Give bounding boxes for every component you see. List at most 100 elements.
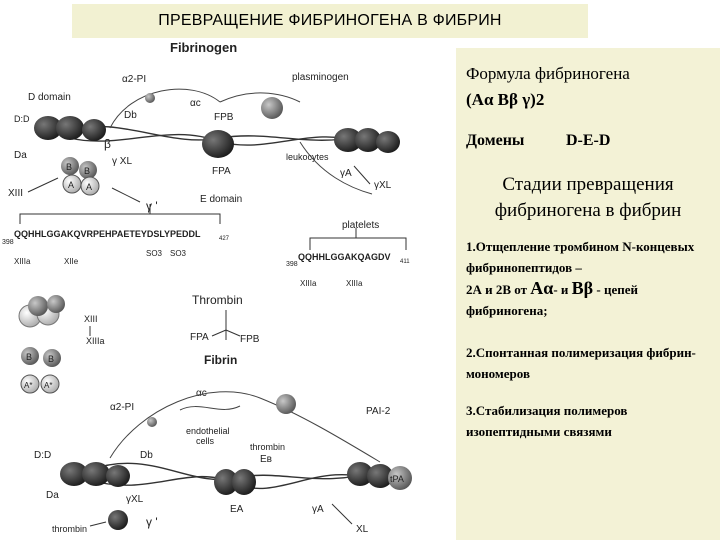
alpha2pi-label-top: α2-PI	[122, 74, 146, 85]
sequence-left-end: 427	[219, 236, 230, 242]
xl-label-bottom: XL	[356, 524, 369, 535]
stage-step-2: 2.Спонтанная полимеризация фибрин-мономе…	[466, 345, 696, 381]
dd-label-top: D:D	[14, 114, 30, 124]
a-label-1: A	[68, 180, 74, 190]
fibrin-label: Fibrin	[204, 353, 237, 367]
gamma-xl-label-top: γ XL	[112, 156, 132, 167]
platelets-label: platelets	[342, 220, 379, 231]
db-label-top: Db	[124, 110, 137, 121]
fpa-label-top: FPA	[212, 166, 231, 177]
d-domain-node-right-3	[376, 131, 400, 153]
arrow-gamma-prime-top	[111, 187, 141, 203]
e-domain-label: E domain	[200, 194, 242, 205]
xiii-label-mid: XIII	[84, 314, 98, 324]
d-domain-node-bottom-right-1	[347, 462, 373, 486]
xiiia-right-2: XIIIa	[346, 279, 363, 288]
sequence-bracket-left	[19, 204, 221, 224]
leukocytes-label: leukocytes	[286, 152, 329, 162]
binding-ball-top-a2	[80, 176, 100, 196]
stage-step-1-post: - цепей фибриногена;	[466, 282, 638, 318]
b-label-4: B	[48, 354, 54, 364]
alpha2pi-ball-bottom	[147, 417, 157, 427]
stage-step-1-aa: Aα	[530, 278, 554, 298]
so3-label-2: SO3	[170, 249, 187, 258]
d-domain-node-bottom-2	[82, 462, 110, 486]
sequence-right: QQHHLGGAKQAGDV	[298, 252, 391, 262]
b-label-1: B	[66, 162, 72, 172]
gamma-prime-label-bottom: γ '	[146, 515, 158, 529]
plasminogen-ball-bottom	[276, 394, 296, 414]
e-domain-node-bottom-1	[214, 469, 238, 495]
xiii-label-top: XIII	[8, 188, 23, 199]
thrombin-arrow	[211, 310, 241, 340]
thrombin-ball-bottom	[108, 510, 128, 530]
domains-label: Домены	[466, 132, 525, 149]
e-domain-node-top	[202, 130, 234, 158]
alpha2pi-label-bottom: α2-PI	[110, 402, 134, 413]
stage-step-1: 1.Отщепление тромбином N-концевых фибрин…	[466, 236, 716, 321]
eb-label: Eв	[260, 454, 272, 465]
d-domain-node-bottom-right-2	[367, 464, 393, 488]
cells-label: cells	[196, 436, 215, 446]
arrow-xl-bottom	[331, 503, 353, 525]
b-label-2: B	[84, 166, 90, 176]
factor-xiii-cluster	[18, 295, 65, 328]
arrow-xiii-top	[27, 177, 59, 193]
gamma-xl-label-right: γXL	[374, 180, 392, 191]
gamma-xl-label-bottom: γXL	[126, 494, 144, 505]
xiiia-left: XIIIa	[14, 257, 31, 266]
a-star-label-2: A*	[44, 381, 52, 390]
n398-left: 398	[2, 239, 14, 246]
db-label-bottom: Db	[140, 450, 153, 461]
beta-label-top: β	[104, 137, 111, 151]
binding-ball-top-b2	[79, 161, 97, 179]
d-domain-node-top-2	[56, 116, 84, 140]
formula-title: Формула фибриногена	[466, 64, 630, 83]
activated-ball-a-star-2	[40, 374, 60, 394]
stage-step-1-text: 1.Отщепление тромбином N-концевых фибрин…	[466, 239, 695, 275]
xiiia-label-mid: XIIIa	[86, 336, 105, 346]
alpha2pi-ball-top	[145, 93, 155, 103]
slide-title: ПРЕВРАЩЕНИЕ ФИБРИНОГЕНА В ФИБРИН	[72, 4, 588, 38]
formula-expression: (Aα Bβ γ)2	[466, 90, 545, 109]
stage-step-1-bb: Bβ	[571, 278, 594, 298]
e-domain-node-bottom-2	[232, 469, 256, 495]
b-label-3: B	[26, 352, 32, 362]
d-domain-node-right-2	[355, 128, 381, 152]
d-domain-label: D domain	[28, 92, 71, 103]
gamma-a-label-top: γA	[340, 168, 352, 179]
a-star-label-1: A*	[24, 381, 32, 390]
so3-label-1: SO3	[146, 249, 163, 258]
da-label-top: Da	[14, 150, 27, 161]
d-domain-node-bottom-1	[60, 462, 88, 486]
d-domain-node-right-1	[334, 128, 362, 152]
thrombin-label-bottom: thrombin	[52, 524, 87, 534]
dd-label-bottom: D:D	[34, 450, 51, 461]
fpb-label-top: FPB	[214, 112, 234, 123]
gamma-a-label-bottom: γA	[312, 504, 324, 515]
xiiia-right-1: XIIIa	[300, 279, 317, 288]
a-label-2: A	[86, 182, 92, 192]
d-domain-node-top-1	[34, 116, 62, 140]
da-label-bottom: Da	[46, 490, 59, 501]
stage-step-1-pre: 2А и 2В от	[466, 282, 531, 297]
xiie-label: XIIe	[64, 257, 79, 266]
explanation-panel: Формула фибриногена (Aα Bβ γ)2 Домены D-…	[456, 48, 720, 540]
alphac-label-bottom: αc	[196, 388, 207, 399]
sequence-bracket-right	[309, 228, 407, 250]
thrombin-label-mid: Thrombin	[192, 293, 243, 307]
domains-value: D-E-D	[566, 132, 611, 149]
pai2-label: PAI-2	[366, 406, 391, 417]
activated-ball-b4	[43, 349, 61, 367]
thrombin-inner-label: thrombin	[250, 442, 285, 452]
gamma-prime-label-top: γ '	[146, 199, 158, 213]
arrow-gamma-xl-right	[353, 165, 371, 185]
alphac-label-top: αc	[190, 98, 201, 109]
arrow-thrombin-bottom	[89, 521, 107, 527]
binding-ball-top-b1	[61, 157, 79, 175]
stage-step-1-and: - и	[553, 282, 572, 297]
fpb-label-mid: FPB	[240, 334, 260, 345]
sequence-right-end: 411	[400, 259, 410, 265]
plasminogen-ball	[261, 97, 283, 119]
ea-label: EA	[230, 504, 244, 515]
